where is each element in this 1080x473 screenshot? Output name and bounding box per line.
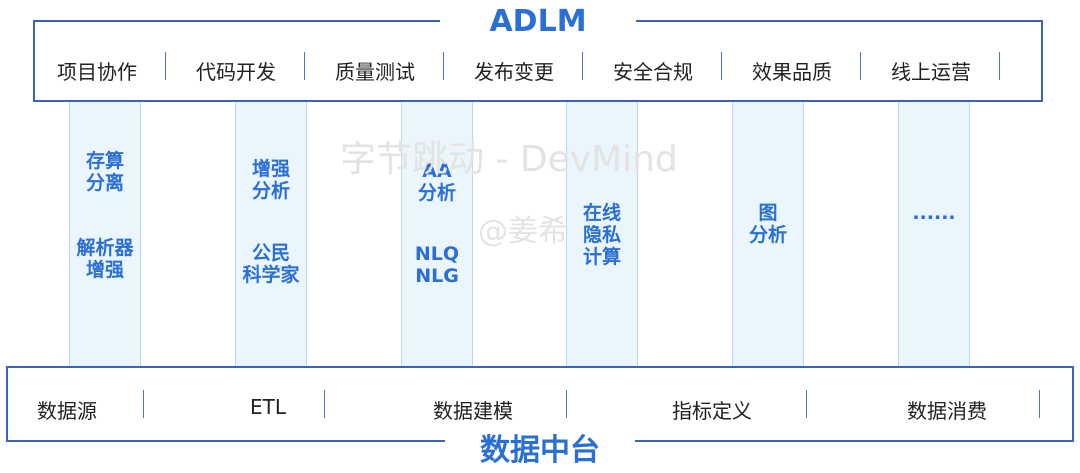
column-1: 存算 分离 解析器 增强	[69, 102, 141, 366]
column-2: 增强 分析 公民 科学家	[235, 102, 307, 366]
column-5: 图 分析	[732, 102, 804, 366]
column-2-block-2: 公民 科学家	[242, 242, 300, 286]
top-item-online-ops: 线上运营	[891, 60, 971, 84]
top-item-security-compliance: 安全合规	[613, 60, 693, 84]
column-1-block-2: 解析器 增强	[76, 237, 134, 281]
column-3-block-2: NLQ NLG	[414, 243, 460, 287]
watermark-line1: 字节跳动 - DevMind	[340, 139, 678, 180]
column-6: ......	[898, 102, 970, 366]
top-item-release-change: 发布变更	[474, 60, 554, 84]
top-item-project-collab: 项目协作	[57, 60, 137, 84]
data-platform-title: 数据中台	[445, 433, 635, 469]
top-separator	[582, 52, 583, 80]
column-2-block-1: 增强 分析	[251, 158, 290, 202]
bottom-item-etl: ETL	[250, 395, 286, 419]
bottom-separator	[143, 390, 144, 418]
column-3-block-1: AA 分析	[417, 160, 456, 204]
adlm-title: ADLM	[440, 5, 636, 39]
bottom-separator	[806, 390, 807, 418]
bottom-separator	[1039, 390, 1040, 418]
bottom-item-data-source: 数据源	[37, 399, 97, 423]
top-separator	[999, 52, 1000, 80]
top-separator	[443, 52, 444, 80]
top-separator	[721, 52, 722, 80]
bottom-item-data-modeling: 数据建模	[433, 399, 513, 423]
column-6-block-1: ......	[912, 202, 956, 224]
column-3: AA 分析 NLQ NLG	[401, 102, 473, 366]
bottom-separator	[324, 390, 325, 418]
watermark-line2: @姜希	[478, 214, 568, 249]
data-platform-box	[6, 366, 1074, 442]
bottom-separator	[566, 390, 567, 418]
bottom-item-metric-definition: 指标定义	[672, 399, 752, 423]
column-4: 在线 隐私 计算	[566, 102, 638, 366]
top-separator	[304, 52, 305, 80]
top-item-quality-test: 质量测试	[335, 60, 415, 84]
column-4-block-1: 在线 隐私 计算	[582, 202, 621, 268]
top-item-effect-quality: 效果品质	[752, 60, 832, 84]
column-1-block-1: 存算 分离	[85, 150, 124, 194]
top-separator	[860, 52, 861, 80]
top-separator	[165, 52, 166, 80]
top-item-code-dev: 代码开发	[196, 60, 276, 84]
column-5-block-1: 图 分析	[748, 202, 787, 246]
bottom-item-data-consumption: 数据消费	[907, 399, 987, 423]
